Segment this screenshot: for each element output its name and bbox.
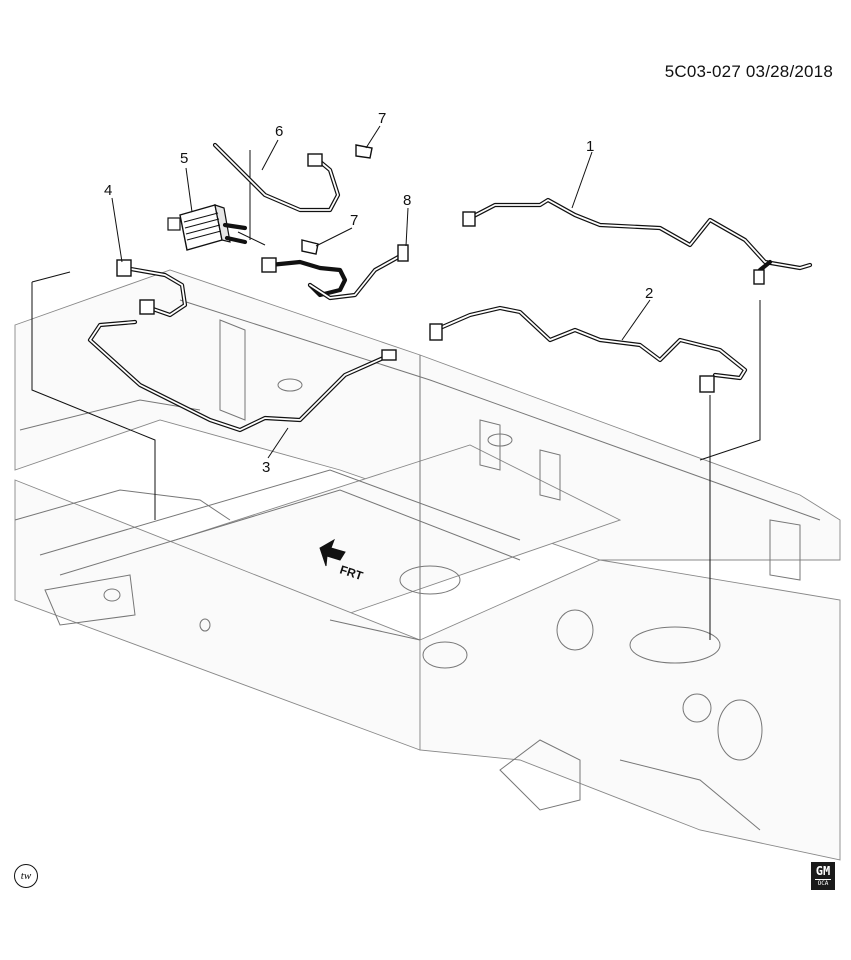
callout-6: 6	[275, 123, 283, 140]
gm-logo-subtext: OCA	[815, 879, 831, 887]
fuel-line-1	[462, 197, 813, 285]
callout-8: 8	[403, 192, 411, 209]
callout-7-lower: 7	[350, 212, 358, 229]
fuel-line-3	[87, 319, 397, 433]
callout-2: 2	[645, 285, 653, 302]
vehicle-frame	[14, 269, 841, 861]
part-7-clip-upper	[355, 144, 373, 159]
leader-lines	[111, 125, 651, 459]
jumper-hose	[261, 244, 409, 301]
diagram-reference-code: 5C03-027 03/28/2018	[664, 62, 833, 81]
callout-7-upper: 7	[378, 110, 386, 127]
gm-logo: GM OCA	[811, 862, 835, 890]
detail-outline	[31, 150, 761, 640]
part-5-fuel-module	[167, 204, 248, 251]
callout-labels: 1 2 3 4 5 6 7 7 8	[104, 110, 653, 476]
fuel-line-4	[116, 259, 188, 318]
callout-3: 3	[262, 459, 270, 476]
tw-mark: tw	[14, 864, 38, 888]
part-7-clip-lower	[301, 239, 319, 255]
part-6-hose	[212, 142, 341, 213]
callout-5: 5	[180, 150, 188, 167]
callout-4: 4	[104, 182, 112, 199]
callout-1: 1	[586, 138, 594, 155]
fuel-line-2	[429, 305, 748, 393]
gm-logo-text: GM	[815, 864, 831, 878]
